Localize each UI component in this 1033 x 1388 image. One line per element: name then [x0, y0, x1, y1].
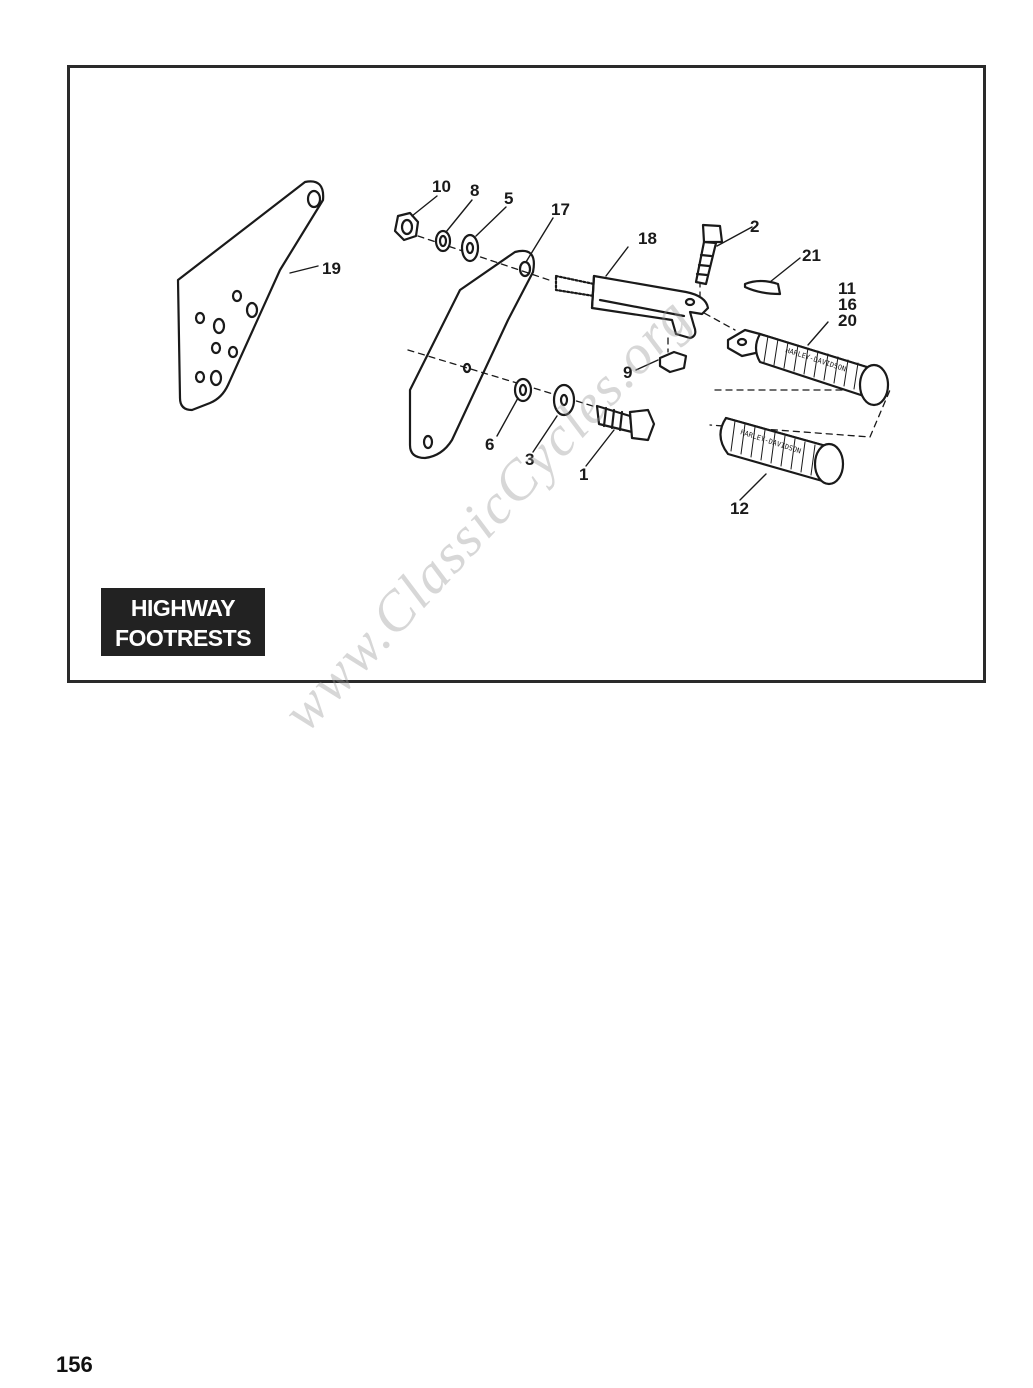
footpeg-12 [719, 416, 845, 486]
callout-8: 8 [470, 181, 479, 200]
callout-19: 19 [322, 259, 341, 278]
flat-washer-5 [460, 233, 480, 263]
callout-6: 6 [485, 435, 494, 454]
retaining-clip-21 [743, 279, 782, 296]
callout-17: 17 [551, 200, 570, 219]
section-title-box: HIGHWAY FOOTRESTS [101, 588, 265, 656]
callout-16: 16 [838, 295, 857, 314]
lock-washer-6 [513, 377, 533, 403]
flat-washer-3 [552, 383, 576, 417]
callout-21: 21 [802, 246, 821, 265]
callout-9: 9 [623, 363, 632, 382]
callout-3: 3 [525, 450, 534, 469]
callout-11: 11 [838, 279, 856, 298]
mounting-plate-19 [176, 180, 325, 412]
section-title-line2: FOOTRESTS [114, 625, 252, 651]
callout-20: 20 [838, 311, 857, 330]
callout-1: 1 [579, 465, 588, 484]
exploded-parts-diagram: HARLEY-DAVIDSON HARLEY-DAVIDSON 10 8 5 1… [176, 177, 891, 518]
lock-washer-8 [434, 229, 452, 253]
page-number: 156 [56, 1352, 93, 1377]
section-title-line1: HIGHWAY [130, 595, 236, 621]
hex-bolt-2 [694, 223, 724, 286]
callout-18: 18 [638, 229, 657, 248]
diagram-frame [67, 65, 986, 683]
callout-2: 2 [750, 217, 759, 236]
callout-10: 10 [432, 177, 451, 196]
footpeg-11-16-20 [726, 328, 890, 407]
hex-nut-10 [393, 211, 420, 242]
bracket-plate-17 [408, 249, 535, 460]
hex-bolt-1 [595, 404, 656, 442]
callout-12: 12 [730, 499, 749, 518]
nut-9 [658, 350, 688, 374]
footrest-clevis-18 [554, 274, 710, 340]
callout-5: 5 [504, 189, 513, 208]
